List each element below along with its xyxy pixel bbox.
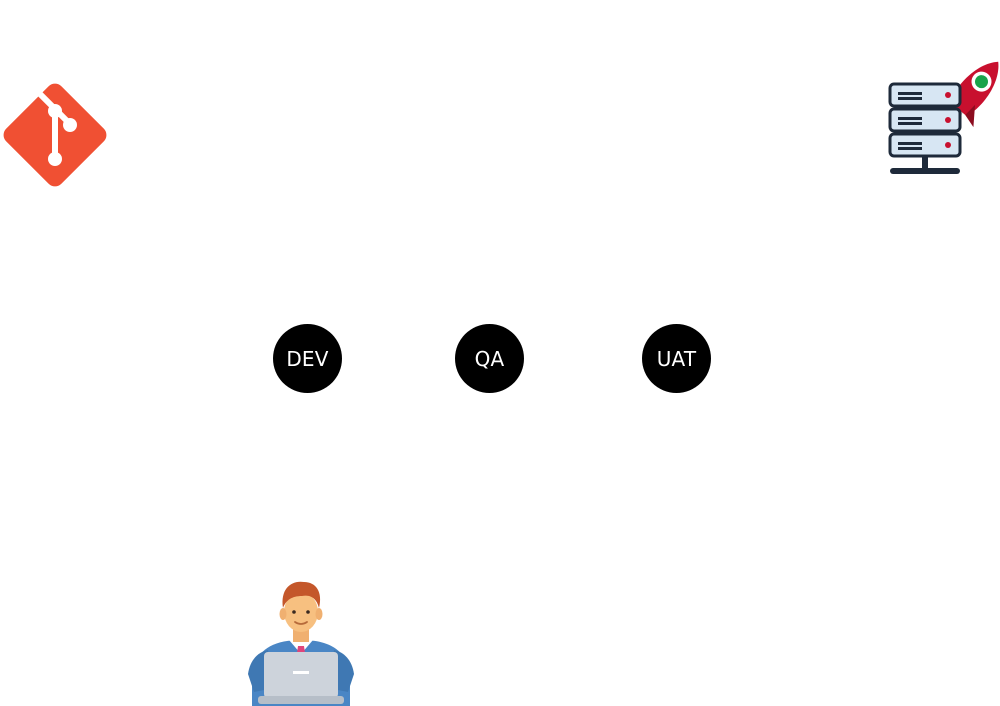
stage-qa-label: QA — [474, 346, 505, 371]
stage-qa: QA — [455, 324, 524, 393]
server-rocket-icon — [888, 61, 999, 174]
stage-uat: UAT — [642, 324, 711, 393]
stage-dev: DEV — [273, 324, 342, 393]
stage-dev-label: DEV — [286, 346, 329, 371]
git-logo-icon — [3, 83, 107, 187]
stage-uat-label: UAT — [656, 346, 697, 371]
developer-laptop-icon — [248, 581, 354, 706]
